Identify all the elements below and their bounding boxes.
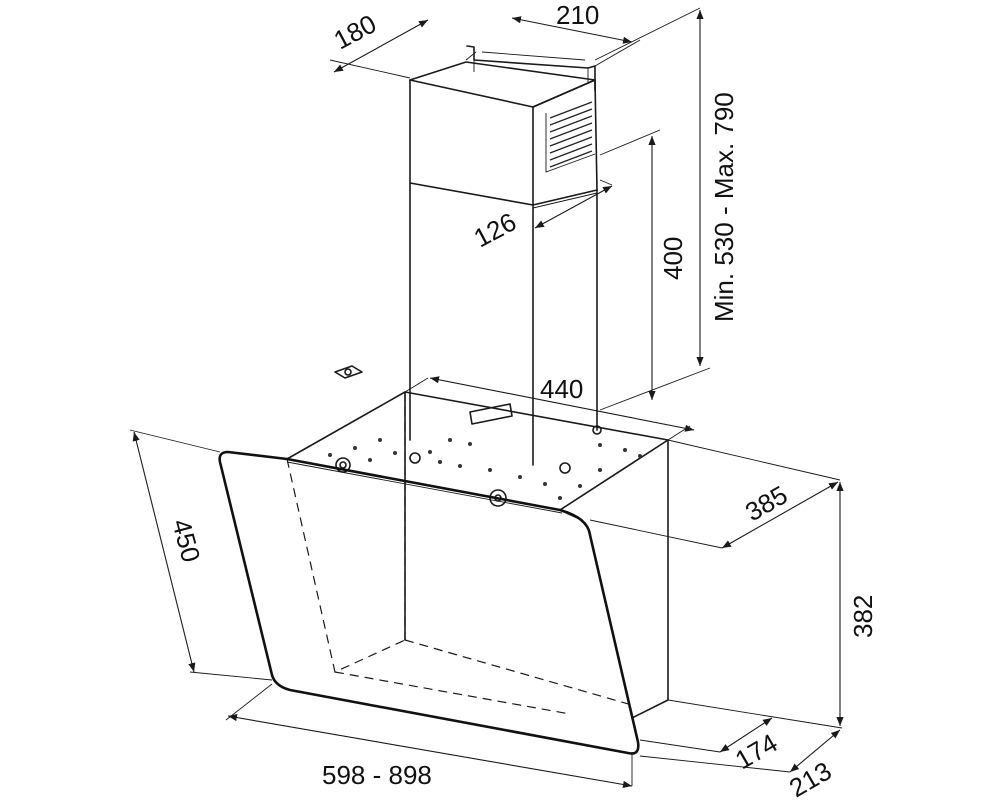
label-glass-depth: 213: [784, 756, 837, 800]
label-chimney-depth: 180: [329, 8, 381, 55]
glass-panel: [218, 450, 640, 755]
label-upper-chimney-height: 400: [658, 237, 688, 280]
label-body-height: 382: [848, 595, 878, 638]
label-canopy-top-depth: 385: [740, 480, 793, 528]
label-hood-width-range: 598 - 898: [322, 760, 432, 790]
wall-bracket: [334, 365, 363, 379]
label-chimney-height-range: Min. 530 - Max. 790: [709, 92, 739, 322]
label-bottom-depth: 174: [730, 728, 783, 776]
mounting-holes: [328, 425, 642, 507]
upper-chimney: [409, 45, 598, 206]
vent-grille: [545, 101, 596, 173]
label-chimney-offset: 126: [469, 206, 521, 253]
label-chimney-width: 210: [556, 0, 599, 30]
dimension-lines: [129, 7, 844, 789]
label-canopy-top-width: 440: [540, 374, 583, 404]
label-glass-height: 450: [166, 516, 206, 566]
canopy-body: [286, 391, 669, 719]
